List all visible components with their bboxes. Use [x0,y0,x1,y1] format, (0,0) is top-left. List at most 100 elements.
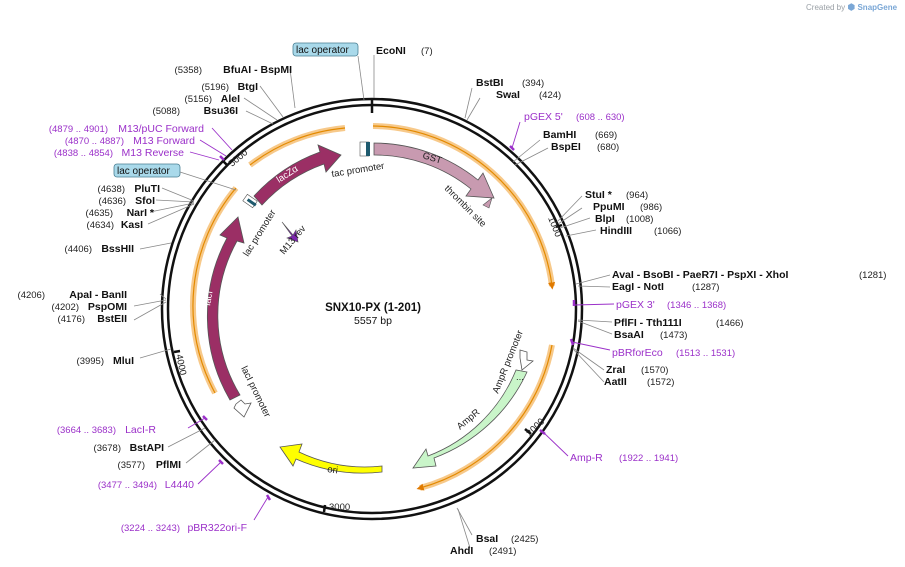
tick-5000 [222,160,229,167]
feature-ori[interactable] [279,443,383,474]
feature-ampr[interactable] [412,369,528,469]
tac-promoter-label: tac promoter [331,161,385,180]
site-stui-pos: (964) [626,190,648,201]
site-bsu36i[interactable]: Bsu36I [204,105,239,117]
snapgene-brand: Created by ⬢ SnapGene [806,2,897,13]
primer-pgex3[interactable]: pGEX 3' [616,299,655,311]
primer-m13puc-pos: (4879 .. 4901) [49,124,108,135]
site-bfuai-row[interactable]: BfuAI - BspMI [223,64,292,76]
site-econi[interactable]: EcoNI [376,45,406,57]
site-sfoi-pos: (4636) [99,196,126,207]
primer-l4440-pos: (3477 .. 3494) [98,480,157,491]
laci-promoter-arrow [233,399,252,418]
site-bstbi[interactable]: BstBI [476,77,504,89]
tick-4000 [173,349,181,354]
site-ppumi[interactable]: PpuMI [593,201,625,213]
site-econi-pos: (7) [421,46,433,57]
primer-m13rev[interactable]: M13 Reverse [122,147,185,159]
site-alei[interactable]: AleI [221,93,240,105]
site-ahdi-pos: (2491) [489,546,516,557]
site-bsai[interactable]: BsaI [476,533,498,545]
primer-pbrforeco[interactable]: pBRforEco [612,347,663,359]
site-bsai-pos: (2425) [511,534,538,545]
ampr-promoter-arrow [519,349,534,371]
site-alei-pos: (5156) [185,94,212,105]
site-bspei-pos: (680) [597,142,619,153]
site-pluti-pos: (4638) [98,184,125,195]
orf-arc-laci-line [192,187,237,394]
lac-operator-label-top: lac operator [296,45,349,56]
primer-pbr322ori[interactable]: pBR322ori-F [187,522,247,534]
site-bsshii[interactable]: BssHII [101,243,134,255]
primer-pbrforeco-pos: (1513 .. 1531) [676,348,735,359]
lac-promoter-label: lac promoter [241,208,278,259]
tick-3000 [322,504,327,513]
tick-label-4000: 4000 [173,353,188,376]
site-pflmi[interactable]: PflMI [156,459,181,471]
primer-pgex5[interactable]: pGEX 5' [524,111,563,123]
tick-label-3000: 3000 [329,502,350,513]
feature-gst[interactable] [373,142,495,199]
feature-ampr-dots: ... [516,372,524,383]
primer-ampr-pos: (1922 .. 1941) [619,453,678,464]
site-zrai[interactable]: ZraI [606,364,625,376]
primer-m13puc[interactable]: M13/pUC Forward [118,123,204,135]
site-sfoi[interactable]: SfoI [135,195,155,207]
plasmid-length: 5557 bp [354,315,392,327]
site-blpi[interactable]: BlpI [595,213,615,225]
site-bstapi-pos: (3678) [94,443,121,454]
primer-pgex3-pos: (1346 .. 1368) [667,300,726,311]
feature-laci-label: lacI [202,290,215,306]
snapgene-logo-icon: ⬢ [847,2,856,12]
primer-laci-r[interactable]: LacI-R [125,424,156,436]
site-swai[interactable]: SwaI [496,89,520,101]
site-bstbi-pos: (394) [522,78,544,89]
lac-operator-box-top[interactable] [292,42,359,57]
lac-operator-mark-left [246,198,257,207]
tick-label-5000: 5000 [227,147,250,169]
site-ppumi-pos: (986) [640,202,662,213]
site-bsteii[interactable]: BstEII [97,313,127,325]
site-apai-row[interactable]: ApaI - BanII [69,289,127,301]
site-hindiii[interactable]: HindIII [600,225,632,237]
site-swai-pos: (424) [539,90,561,101]
site-bspei[interactable]: BspEI [551,141,581,153]
site-bamhi[interactable]: BamHI [543,129,576,141]
lac-operator-mark-top [366,142,370,156]
site-stui[interactable]: StuI * [585,189,613,201]
site-apai-pos: (4206) [18,290,45,301]
site-btgi[interactable]: BtgI [238,81,258,93]
primer-leaders [187,121,615,521]
site-eagi-row[interactable]: EagI - NotI [612,281,664,293]
primer-m13fwd[interactable]: M13 Forward [133,135,195,147]
feature-lacza[interactable] [253,144,342,206]
site-aatii[interactable]: AatII [604,376,627,388]
primer-l4440[interactable]: L4440 [165,479,194,491]
site-kasi[interactable]: KasI [121,219,143,231]
feature-ori-label: ori [327,464,339,476]
feature-gst-label: GST [421,150,443,166]
site-eagi-pos: (1287) [692,282,719,293]
primer-pbr322ori-pos: (3224 .. 3243) [121,523,180,534]
site-ahdi[interactable]: AhdI [450,545,473,557]
m13-rev-label: M13 rev [278,223,309,257]
site-nari[interactable]: NarI * [127,207,155,219]
primer-ampr[interactable]: Amp-R [570,452,603,464]
thrombin-site-mark [482,197,493,209]
site-mlui[interactable]: MluI [113,355,134,367]
site-pflfi-row[interactable]: PflFI - Tth111I [614,317,682,329]
site-bstapi[interactable]: BstAPI [130,442,165,454]
primer-laci-r-pos: (3664 .. 3683) [57,425,116,436]
site-mlui-pos: (3995) [77,356,104,367]
site-avai-row[interactable]: AvaI - BsoBI - PaeR7I - PspXI - XhoI [612,269,788,281]
site-pspomi[interactable]: PspOMI [88,301,127,313]
site-zrai-pos: (1570) [641,365,668,376]
site-pluti[interactable]: PluTI [134,183,160,195]
lac-operator-box-left[interactable] [113,163,181,178]
lac-operator-label-left: lac operator [117,166,170,177]
site-bsaai[interactable]: BsaAI [614,329,644,341]
orf-arc-gst-line [372,125,556,290]
feature-laci[interactable] [206,216,245,401]
site-hindiii-pos: (1066) [654,226,681,237]
